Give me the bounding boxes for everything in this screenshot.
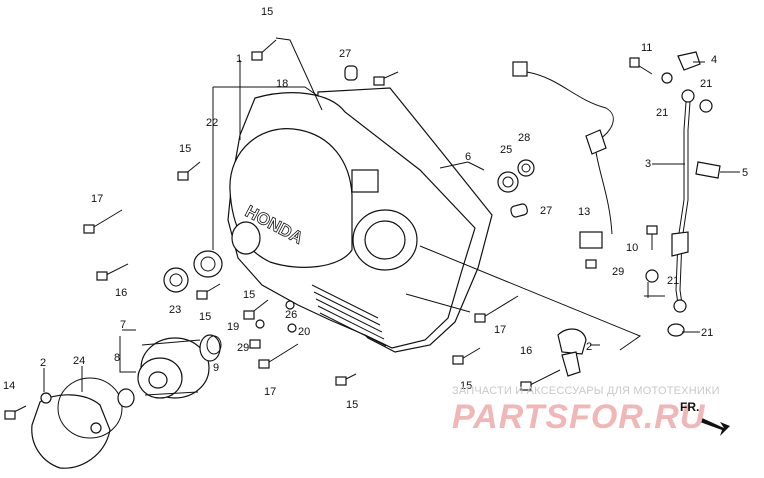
- callout-numbers: 15 1 18 27 22 15 17 16 23 15 15 19 26 20…: [3, 6, 748, 411]
- callout-27a: 27: [339, 48, 351, 60]
- callout-11: 11: [641, 42, 652, 54]
- pipe-clamp-5: [695, 161, 721, 179]
- needle-bearing: [193, 250, 223, 278]
- filter-cover-tab-2: [90, 422, 102, 434]
- callout-6: 6: [465, 151, 471, 163]
- callout-17c: 17: [494, 324, 506, 336]
- washer-21a: [661, 72, 673, 84]
- callout-16a: 16: [115, 287, 127, 299]
- callout-29a: 29: [237, 342, 249, 354]
- sensor-wire: [512, 61, 614, 249]
- callout-15f: 15: [460, 380, 472, 392]
- bolt-15-top: [251, 51, 263, 61]
- callout-23: 25: [500, 144, 512, 156]
- washer-21b: [699, 99, 713, 113]
- callout-25: 24: [73, 355, 85, 367]
- leader-lines: [43, 37, 740, 392]
- guide-bracket-2: [557, 328, 587, 355]
- callout-2b: 2: [586, 341, 592, 353]
- callout-19: 19: [227, 321, 239, 333]
- callout-20: 20: [298, 326, 310, 338]
- callout-2a: 2: [40, 357, 46, 369]
- callout-13: 13: [578, 206, 590, 218]
- callout-21d: 21: [701, 327, 713, 339]
- callout-21a: 21: [700, 78, 712, 90]
- washer-26: [285, 300, 295, 310]
- watermark-logo: PARTSFOR.RU: [452, 398, 706, 436]
- oil-seal-28: [517, 159, 535, 177]
- callout-28: 28: [518, 132, 530, 144]
- filter-housing-bore: [364, 220, 406, 260]
- dowel-pin-27b: [510, 203, 528, 218]
- callout-17b: 17: [264, 386, 276, 398]
- cover-ribs: [311, 284, 387, 347]
- filter-cover-o-ring: [57, 377, 123, 439]
- callout-15c: 15: [199, 311, 211, 323]
- callout-21b: 21: [656, 107, 668, 119]
- oil-filter-cover: [31, 394, 111, 469]
- callout-21c: 21: [667, 275, 679, 287]
- filter-spring: [117, 388, 135, 408]
- filter-cover-tab: [40, 392, 52, 404]
- callout-14: 14: [3, 380, 15, 392]
- callout-24: 23: [169, 304, 181, 316]
- callout-8: 8: [114, 352, 120, 364]
- callout-18: 18: [276, 78, 288, 90]
- o-ring-spring-9: [199, 334, 222, 362]
- callout-27b: 27: [540, 205, 552, 217]
- callout-15e: 15: [346, 399, 358, 411]
- bearing-23: [497, 171, 519, 193]
- guide-bracket-lower: [561, 351, 581, 377]
- callout-26: 26: [285, 309, 297, 321]
- callout-15d: 15: [243, 289, 255, 301]
- oil-filter-element: [137, 337, 210, 399]
- washer-21d: [667, 323, 685, 337]
- callout-1: 1: [236, 53, 242, 65]
- callout-4: 4: [711, 54, 717, 66]
- callout-10: 10: [626, 242, 638, 254]
- callout-15b: 15: [179, 143, 191, 155]
- oil-seal-24: [163, 267, 189, 293]
- callout-16b: 16: [520, 345, 532, 357]
- callout-9: 9: [213, 362, 219, 374]
- cover-upper-boss: [351, 169, 379, 193]
- dowel-pin-27a: [344, 65, 358, 81]
- callout-5: 5: [742, 167, 748, 179]
- oil-passage-opening: [231, 221, 261, 255]
- callout-3: 3: [645, 158, 651, 170]
- watermark-tagline: ЗАПЧАСТИ И АКСЕССУАРЫ ДЛЯ МОТОТЕХНИКИ: [452, 385, 720, 397]
- oil-pipe: [671, 89, 695, 313]
- callout-22: 22: [206, 117, 218, 129]
- callout-17a: 17: [91, 193, 103, 205]
- front-arrow-icon: [700, 418, 730, 436]
- pipe-clamp-4: [677, 51, 701, 71]
- washer-19: [255, 319, 265, 329]
- bolts: [4, 39, 658, 420]
- washer-21c: [645, 269, 659, 283]
- callout-15a: 15: [261, 6, 273, 18]
- callout-29b: 29: [612, 266, 624, 278]
- callout-7: 7: [120, 319, 126, 331]
- washer-20: [287, 323, 297, 333]
- front-marker-label: FR.: [680, 400, 700, 414]
